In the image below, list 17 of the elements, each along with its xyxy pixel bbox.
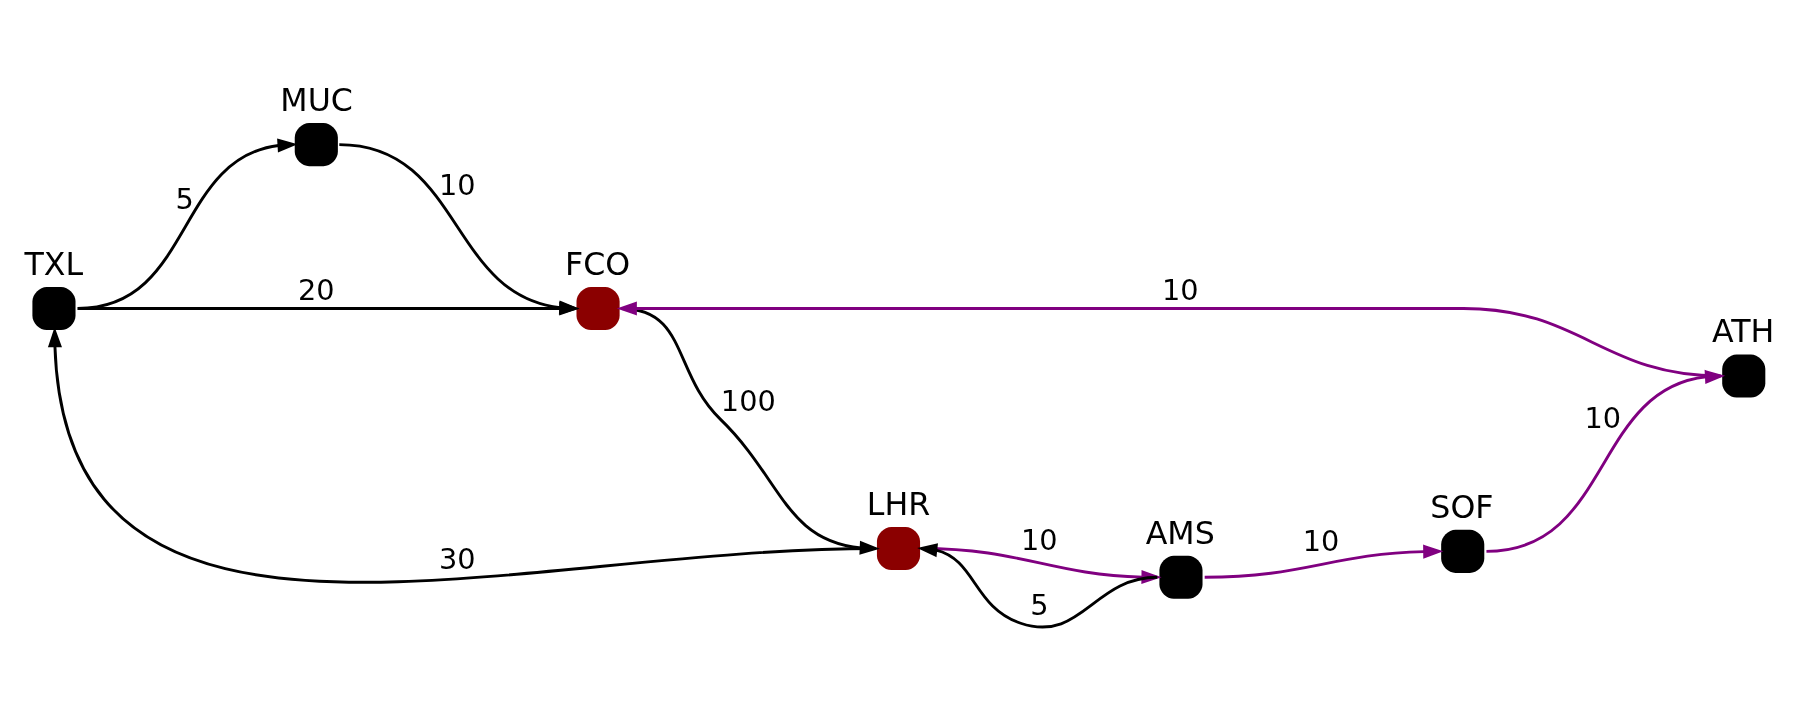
- node-label: SOF: [1430, 488, 1494, 525]
- edge-label: 20: [298, 272, 335, 307]
- node-label: AMS: [1145, 514, 1215, 551]
- edge-label: 10: [1161, 272, 1199, 307]
- edge-label: 10: [1584, 400, 1622, 435]
- edge-label: 10: [1021, 522, 1058, 557]
- edge-label: 10: [1302, 523, 1340, 558]
- edge-label: 5: [1030, 587, 1049, 622]
- edge-label: 100: [720, 383, 776, 417]
- edge-label: 5: [175, 181, 194, 216]
- node-label: LHR: [866, 485, 931, 522]
- edge-label: 10: [438, 167, 476, 202]
- node-label: FCO: [565, 245, 631, 282]
- edge-label: 30: [438, 541, 476, 576]
- node-label: ATH: [1712, 312, 1775, 349]
- node-label: MUC: [280, 81, 353, 118]
- node-label: TXL: [24, 245, 84, 282]
